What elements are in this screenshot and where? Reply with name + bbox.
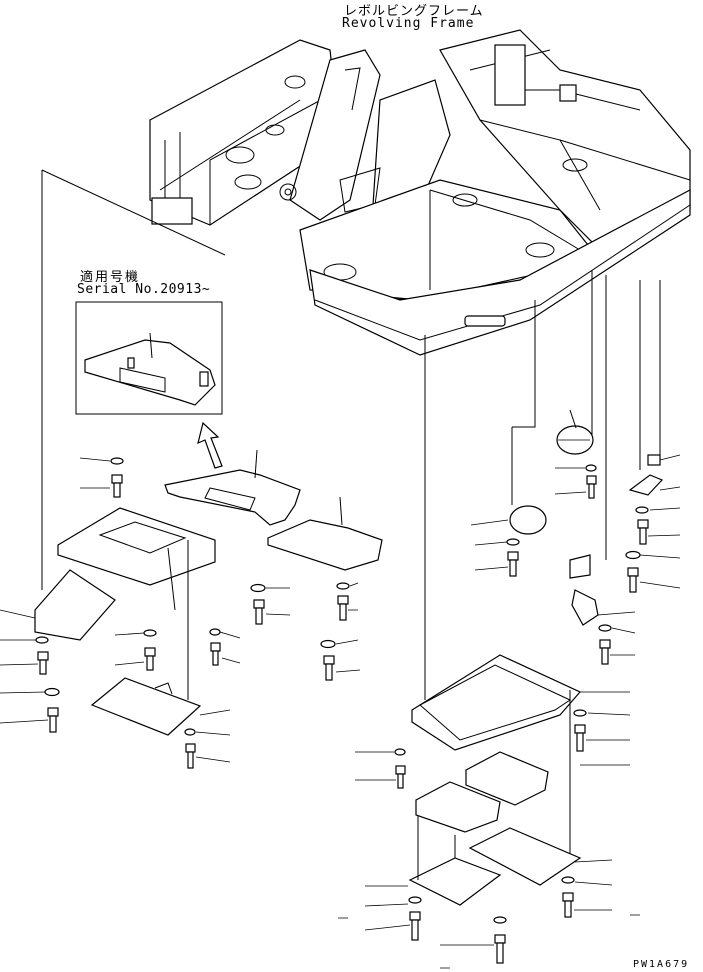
drawing-code: PW1A679 [633, 959, 690, 970]
diagram-title-english: Revolving Frame [342, 16, 475, 31]
callout-leaders [0, 439, 681, 969]
lower-pad-1 [465, 751, 549, 806]
leader-line-top [41, 169, 226, 256]
side-cover-left [34, 569, 116, 641]
frame-step-block [151, 197, 193, 225]
lower-plate-right [468, 827, 582, 886]
under-cover-left [90, 540, 202, 736]
diagram-title-japanese: レボルビングフレーム [344, 4, 484, 19]
right-bracket [569, 270, 664, 626]
direction-arrow [197, 421, 223, 469]
floor-plate [164, 449, 301, 526]
applicable-serial-label-english: Serial No.20913~ [77, 282, 211, 297]
round-cover [509, 300, 594, 535]
bolt-washer-hardware [35, 457, 649, 964]
revolving-frame [149, 29, 691, 356]
inset-floor-plate [84, 332, 216, 406]
applicable-serial-label-japanese: 適用号機 [80, 270, 141, 285]
lower-pad-2 [415, 781, 501, 833]
lower-cover-large [411, 335, 581, 860]
lower-plate-left [408, 815, 502, 906]
plate-with-window [57, 507, 216, 611]
center-cover-plate [267, 496, 383, 571]
inset-box [75, 301, 223, 415]
